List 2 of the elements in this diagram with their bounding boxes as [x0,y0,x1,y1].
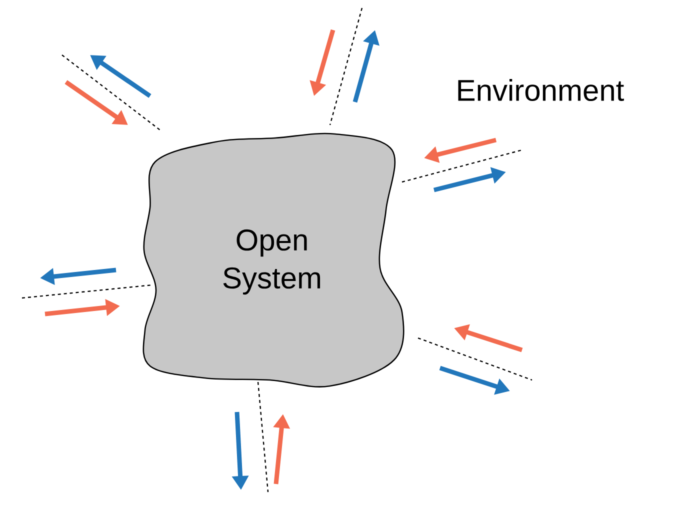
area-label: Environment [458,79,624,102]
system-blob: Open System [142,132,404,388]
